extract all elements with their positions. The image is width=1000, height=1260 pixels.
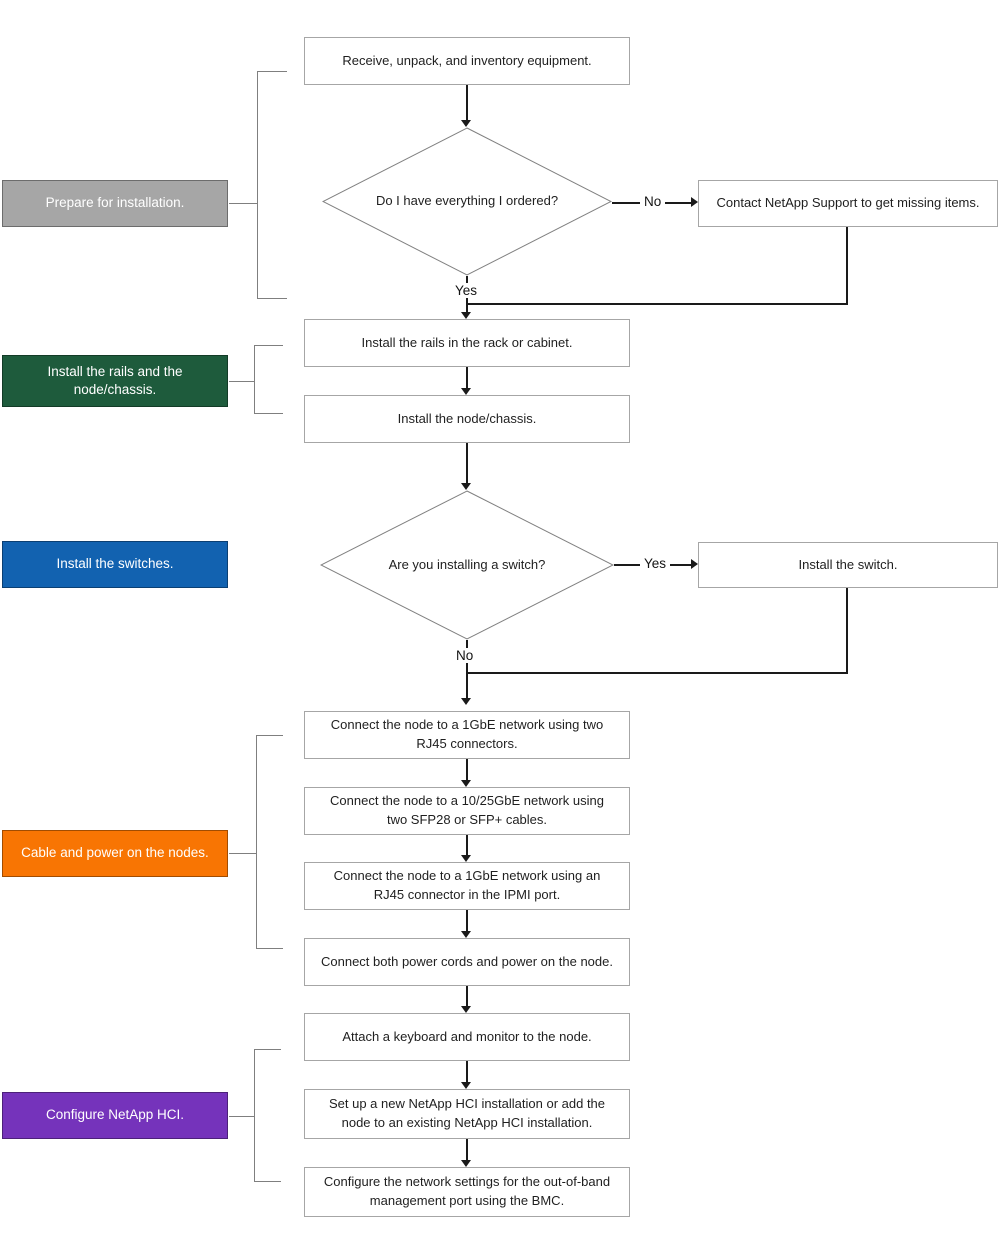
decision-text: Are you installing a switch? — [388, 556, 546, 572]
connector-line — [466, 367, 468, 388]
flow-box-setup-hci: Set up a new NetApp HCI installation or … — [304, 1089, 630, 1139]
bracket-rails-connector — [229, 381, 254, 382]
edge-label-yes: Yes — [451, 283, 482, 298]
arrowhead-down — [461, 388, 471, 395]
flow-box-install-rails: Install the rails in the rack or cabinet… — [304, 319, 630, 367]
arrowhead-down — [461, 1160, 471, 1167]
section-label-install-switches: Install the switches. — [2, 541, 228, 588]
section-label-configure-hci: Configure NetApp HCI. — [2, 1092, 228, 1139]
connector-line — [466, 443, 468, 483]
arrowhead-down — [461, 855, 471, 862]
connector-line — [466, 910, 468, 931]
section-label-install-rails: Install the rails and the node/chassis. — [2, 355, 228, 407]
edge-label-no: No — [640, 194, 666, 209]
decision-everything-ordered: Do I have everything I ordered? — [322, 127, 612, 276]
bracket-prepare-group — [257, 71, 287, 299]
section-label-prepare: Prepare for installation. — [2, 180, 228, 227]
connector-line — [466, 640, 468, 698]
connector-line — [466, 1139, 468, 1160]
flow-box-receive: Receive, unpack, and inventory equipment… — [304, 37, 630, 85]
bracket-configure-connector — [229, 1116, 254, 1117]
arrowhead-down — [461, 698, 471, 705]
section-label-cable-power: Cable and power on the nodes. — [2, 830, 228, 877]
bracket-configure-group — [254, 1049, 281, 1182]
connector-line — [467, 672, 847, 674]
arrowhead-right — [691, 559, 698, 569]
connector-line — [467, 303, 847, 305]
diamond-shape — [320, 490, 614, 640]
flow-box-connect-power: Connect both power cords and power on th… — [304, 938, 630, 986]
connector-line — [466, 986, 468, 1006]
edge-label-yes: Yes — [640, 556, 671, 571]
flow-box-connect-ipmi: Connect the node to a 1GbE network using… — [304, 862, 630, 910]
decision-text: Do I have everything I ordered? — [375, 193, 559, 209]
connector-line — [846, 227, 848, 305]
connector-line — [466, 1061, 468, 1082]
flow-box-configure-bmc: Configure the network settings for the o… — [304, 1167, 630, 1217]
flow-box-contact-support: Contact NetApp Support to get missing it… — [698, 180, 998, 227]
bracket-rails-group — [254, 345, 283, 414]
arrowhead-down — [461, 1082, 471, 1089]
bracket-prepare-connector — [229, 203, 257, 204]
connector-line — [466, 85, 468, 120]
connector-line — [466, 835, 468, 855]
bracket-cable-connector — [229, 853, 256, 854]
flow-box-connect-1gbe: Connect the node to a 1GbE network using… — [304, 711, 630, 759]
arrowhead-down — [461, 120, 471, 127]
arrowhead-down — [461, 780, 471, 787]
flow-box-connect-10-25gbe: Connect the node to a 10/25GbE network u… — [304, 787, 630, 835]
bracket-cable-group — [256, 735, 283, 949]
flow-box-attach-keyboard: Attach a keyboard and monitor to the nod… — [304, 1013, 630, 1061]
connector-line — [846, 588, 848, 674]
edge-label-no: No — [452, 648, 478, 663]
flow-box-install-chassis: Install the node/chassis. — [304, 395, 630, 443]
flow-box-install-switch: Install the switch. — [698, 542, 998, 588]
decision-installing-switch: Are you installing a switch? — [320, 490, 614, 640]
connector-line — [466, 759, 468, 780]
arrowhead-down — [461, 931, 471, 938]
arrowhead-right — [691, 197, 698, 207]
arrowhead-down — [461, 312, 471, 319]
arrowhead-down — [461, 483, 471, 490]
arrowhead-down — [461, 1006, 471, 1013]
diamond-shape — [322, 127, 612, 276]
